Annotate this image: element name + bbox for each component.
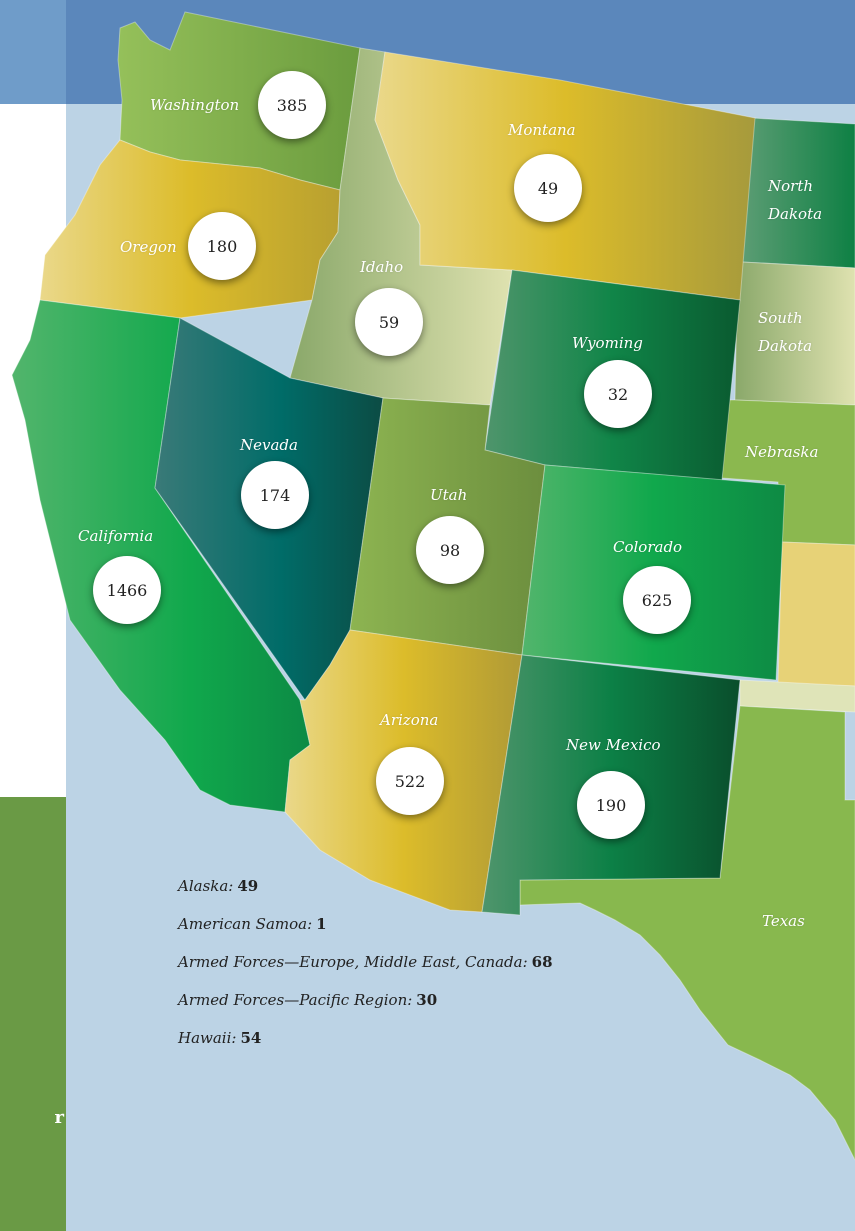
territory-name: Alaska: <box>178 877 234 895</box>
territory-name: Armed Forces—Pacific Region: <box>178 991 413 1009</box>
count-badge-idaho: 59 <box>355 288 423 356</box>
state-label-idaho: Idaho <box>360 258 404 276</box>
state-label-utah: Utah <box>430 486 468 504</box>
list-item: Hawaii:54 <box>178 1026 553 1064</box>
state-shape-texas <box>519 705 855 1161</box>
list-item: Alaska:49 <box>178 874 553 912</box>
territory-count: 54 <box>240 1029 262 1047</box>
state-label-arizona: Arizona <box>380 711 439 729</box>
list-item: American Samoa:1 <box>178 912 553 950</box>
count-badge-nevada: 174 <box>241 461 309 529</box>
state-label-north-dakota: North Dakota <box>768 177 823 223</box>
state-label-montana: Montana <box>508 121 576 139</box>
territory-count: 49 <box>237 877 259 895</box>
count-badge-new-mexico: 190 <box>577 771 645 839</box>
left-panel-text: r <box>54 1107 64 1128</box>
state-label-oregon: Oregon <box>120 238 177 256</box>
territory-count: 30 <box>416 991 438 1009</box>
state-label-texas: Texas <box>762 912 805 930</box>
territory-name: Hawaii: <box>178 1029 237 1047</box>
state-label-colorado: Colorado <box>613 538 683 556</box>
state-label-wyoming: Wyoming <box>572 334 643 352</box>
state-label-washington: Washington <box>150 96 240 114</box>
count-badge-utah: 98 <box>416 516 484 584</box>
count-badge-oregon: 180 <box>188 212 256 280</box>
count-badge-california: 1466 <box>93 556 161 624</box>
territories-list: Alaska:49 American Samoa:1 Armed Forces—… <box>178 874 553 1064</box>
territory-count: 68 <box>531 953 553 971</box>
left-panel-green <box>0 797 66 1231</box>
state-shape-california <box>11 299 311 813</box>
count-badge-washington: 385 <box>258 71 326 139</box>
state-shape-kansas <box>777 541 855 687</box>
left-panel-blue <box>0 0 66 104</box>
state-label-south-dakota: South Dakota <box>758 309 813 355</box>
count-badge-montana: 49 <box>514 154 582 222</box>
count-badge-arizona: 522 <box>376 747 444 815</box>
territory-count: 1 <box>316 915 327 933</box>
state-label-california: California <box>78 527 154 545</box>
state-label-nevada: Nevada <box>240 436 298 454</box>
list-item: Armed Forces—Pacific Region:30 <box>178 988 553 1026</box>
state-shape-oklahoma <box>739 679 855 713</box>
territory-name: Armed Forces—Europe, Middle East, Canada… <box>178 953 528 971</box>
count-badge-colorado: 625 <box>623 566 691 634</box>
list-item: Armed Forces—Europe, Middle East, Canada… <box>178 950 553 988</box>
count-badge-wyoming: 32 <box>584 360 652 428</box>
state-label-nebraska: Nebraska <box>745 443 819 461</box>
territory-name: American Samoa: <box>178 915 313 933</box>
state-label-new-mexico: New Mexico <box>566 736 661 754</box>
